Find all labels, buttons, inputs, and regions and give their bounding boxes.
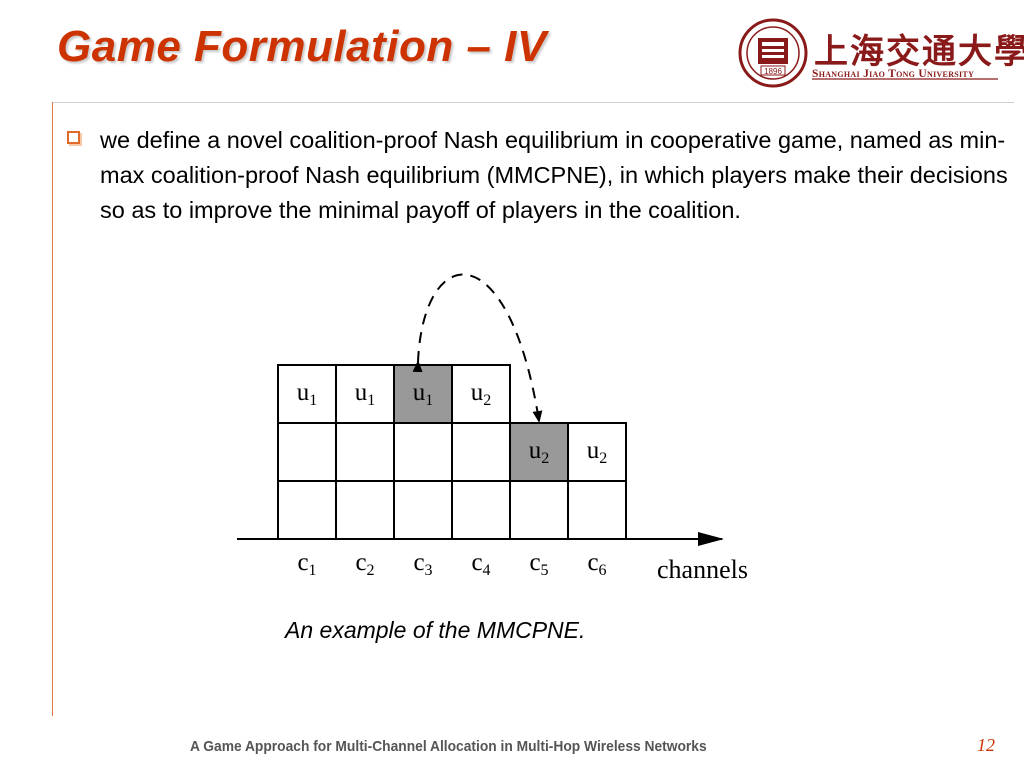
channel-label: c5 [529,549,548,579]
channel-label: c6 [587,549,606,579]
grid-cell [335,364,395,424]
grid-cell [567,480,627,540]
slide-title: Game Formulation – IV [57,22,547,71]
channel-label: c3 [413,549,432,579]
grid-cell [451,480,511,540]
grid-cell [335,422,395,482]
logo-chinese-name: 上海交通大學 [814,32,1024,72]
grid-cell [393,422,453,482]
channel-label: c1 [297,549,316,579]
grid-cell [277,364,337,424]
footer-title: A Game Approach for Multi-Channel Alloca… [190,738,707,755]
grid-cell [277,480,337,540]
seal-year: 1896 [764,67,782,76]
user-label: u2 [587,437,608,467]
figure-caption: An example of the MMCPNE. [285,617,586,643]
user-label: u1 [297,379,318,409]
left-accent-line [52,102,53,716]
page-number: 12 [977,735,995,755]
grid-cell [509,422,569,482]
grid-cell [451,422,511,482]
grid-layer [277,364,627,540]
grid-cell [335,480,395,540]
channel-label: c4 [471,549,490,579]
university-logo: 1896 [738,18,998,88]
logo-english-name: Shanghai Jiao Tong University [812,68,975,80]
grid-cell [393,480,453,540]
axis-label: channels [657,555,748,584]
grid-cell [277,422,337,482]
user-label: u2 [529,437,550,467]
user-label: u1 [355,379,376,409]
channel-label: c2 [355,549,374,579]
seal-outer [738,18,808,88]
header-divider [52,102,1014,103]
swap-arrow [412,273,543,423]
grid-cell [509,480,569,540]
checkbox-bullet-icon [67,131,80,144]
bullet-text: we define a novel coalition-proof Nash e… [100,127,1008,223]
grid-cell [567,422,627,482]
seal-inner [746,26,800,80]
